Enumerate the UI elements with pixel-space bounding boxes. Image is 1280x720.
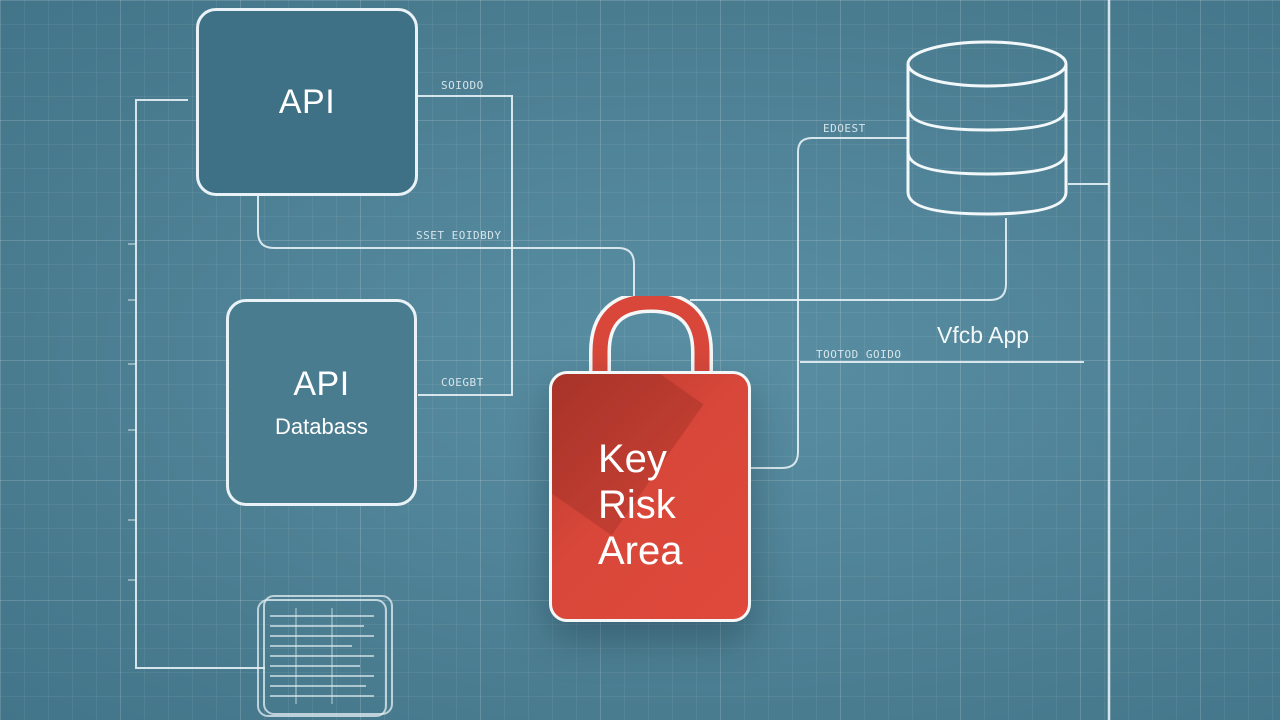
key-risk-label: Key Risk Area — [598, 436, 683, 574]
web-app-label: Vfcb App — [937, 322, 1030, 348]
key-risk-line-1: Key — [598, 437, 667, 481]
connector-lock-database — [690, 218, 1007, 301]
connector-label-3: COEGBT — [441, 376, 484, 389]
lock-shackle-icon — [589, 296, 713, 378]
api-database-subtitle: Databass — [275, 414, 368, 439]
key-risk-line-2: Risk — [598, 483, 676, 527]
connector-label-2: SSET EOIDBDY — [416, 229, 502, 242]
document-icon — [257, 595, 393, 717]
api-node-title: API — [278, 82, 336, 121]
connector-left-bracket — [135, 99, 265, 669]
connector-label-1: SOIODO — [441, 79, 484, 92]
connector-api-bottom — [257, 196, 635, 300]
api-node[interactable]: API — [196, 8, 418, 196]
api-database-node[interactable]: API Databass — [226, 299, 417, 506]
api-database-title: API — [293, 365, 350, 403]
connector-lock-right — [748, 137, 908, 469]
connector-api-right — [418, 95, 513, 396]
key-risk-lock[interactable]: Key Risk Area — [549, 371, 751, 622]
key-risk-line-3: Area — [598, 529, 683, 573]
connector-label-4: EDOEST — [823, 122, 866, 135]
database-icon — [906, 40, 1068, 216]
connector-label-5: TOOTOD GOIDO — [816, 348, 902, 361]
